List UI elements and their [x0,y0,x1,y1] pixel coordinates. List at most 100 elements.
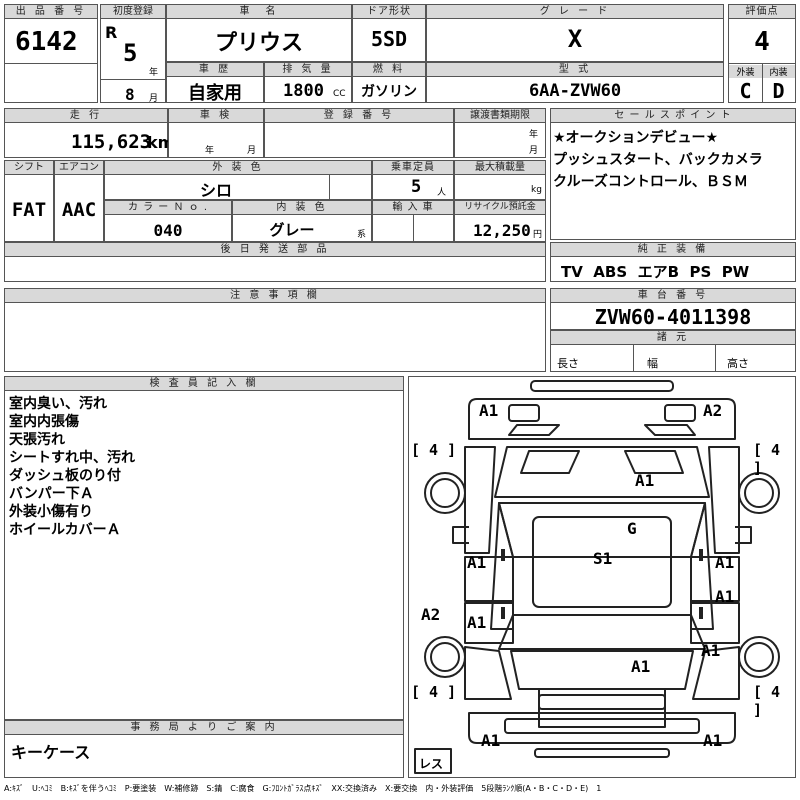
mark-rear-left: A1 [481,731,501,750]
model-header: 型 式 [427,63,723,77]
office-note: キーケース [11,743,91,762]
car-diagram [414,380,780,774]
grade-value: X [567,25,583,53]
int-color-box: 内 装 色 グレー 系 [232,200,372,242]
sales-point-box: セ ー ル ス ポ イ ン ト ★オークションデビュー★ プッシュスタート、バッ… [550,108,796,240]
score-box: 評価点 4 外装 内装 C D [728,4,796,103]
mark-front-left: A1 [479,401,499,420]
era-value: R [105,23,118,42]
door-header: ドア形状 [353,5,425,19]
aircon-header: エアコン [55,161,103,175]
grade-box: グ レ ー ド X [426,4,724,62]
lot-no-header: 出 品 番 号 [5,5,97,19]
mark-trunk: A1 [631,657,651,676]
capacity-value: 5 [411,177,422,197]
tire-tr-label: [ 4 ] [753,441,781,477]
reg-no-header: 登 録 番 号 [265,109,453,123]
mark-front-right: A2 [703,401,723,420]
first-reg-box: 初度登録 R 5 年 8 月 [100,4,166,104]
recycle-value: 12,250 [473,221,531,240]
displacement-header: 排 気 量 [265,63,351,77]
ext-color-value: シロ [199,181,232,200]
color-no-header: カ ラ ー Ｎ ｏ . [105,201,231,215]
history-box: 車 歴 自家用 [166,62,264,104]
legend: A:ｷｽﾞ U:ﾍｺﾐ B:ｷｽﾞを伴うﾍｺﾐ P:要塗装 W:補修跡 S:錆 … [4,784,602,793]
int-color-value: グレー [269,221,315,239]
inspector-note-7: 外装小傷有り [9,504,93,520]
kg-unit: kg [531,185,542,195]
car-name-box: 車 名 プリウス [166,4,352,62]
width-label: 幅 [647,357,658,370]
office-box: 事 務 局 よ り ご 案 内 キーケース [4,720,404,778]
model-box: 型 式 6AA-ZVW60 [426,62,724,103]
inspection-box: 車 検 年 月 [168,108,264,158]
genuine-equip-header: 純 正 装 備 [551,243,795,257]
exterior-value: C [739,79,752,103]
month-unit: 月 [149,94,159,104]
sales-point-header: セ ー ル ス ポ イ ン ト [551,109,795,123]
history-value: 自家用 [188,83,242,104]
sales-point-3: クルーズコントロール、ＢＳＭ [553,174,748,190]
tire-tl-label: [ 4 ] [411,441,457,459]
displacement-value: 1800 [283,81,324,101]
genuine-equip-box: 純 正 装 備 TV ABS エアB PS PW [550,242,796,282]
door-box: ドア形状 5SD [352,4,426,62]
displacement-box: 排 気 量 1800 CC [264,62,352,103]
capacity-box: 乗車定員 5 人 [372,160,454,200]
inspector-note-8: ホイールカバーＡ [9,522,121,538]
model-value: 6AA-ZVW60 [528,81,622,101]
import-header: 輸 入 車 [373,201,453,215]
office-header: 事 務 局 よ り ご 案 内 [5,721,403,735]
insp-month-unit: 月 [247,146,257,156]
yen-unit: 円 [533,230,543,240]
later-parts-box: 後 日 発 送 部 品 [4,242,546,282]
score-header: 評価点 [729,5,795,19]
int-color-header: 内 装 色 [233,201,371,215]
cc-unit: CC [333,89,346,99]
caution-box: 注 意 事 項 欄 [4,288,546,372]
reg-year-value: 5 [123,39,138,67]
door-value: 5SD [370,27,408,51]
lot-no-value: 6142 [15,27,78,57]
grade-header: グ レ ー ド [427,5,723,19]
inspector-box: 検 査 員 記 入 欄 室内臭い、汚れ 室内内張傷 天張汚れ シートすれ中、汚れ… [4,376,404,720]
inspector-note-1: 室内臭い、汚れ [9,396,107,412]
reg-month-value: 8 [125,85,135,104]
color-no-value: 040 [153,221,183,240]
mark-spare: レス [419,757,444,771]
tire-br-label: [ 4 ] [753,683,781,719]
interior-value: D [772,79,785,103]
caution-header: 注 意 事 項 欄 [5,289,545,303]
mileage-value: 115,623 [71,131,152,153]
tire-bl-label: [ 4 ] [411,683,457,701]
mark-right-rear-door: A1 [715,587,735,606]
shift-header: シフト [5,161,53,175]
mark-right-front-door: A1 [715,553,735,572]
fuel-value: ガソリン [361,84,417,100]
score-value: 4 [754,27,770,57]
color-no-box: カ ラ ー Ｎ ｏ . 040 [104,200,232,242]
specs-box: 諸 元 長さ 幅 高さ [550,330,796,372]
km-unit: km [147,133,175,152]
ext-color-header: 外 装 色 [105,161,371,175]
shift-value: FAT [11,199,47,221]
fuel-box: 燃 料 ガソリン [352,62,426,103]
car-name-header: 車 名 [167,5,351,19]
inspection-header: 車 検 [169,109,263,123]
sales-point-1: ★オークションデビュー★ [553,130,719,146]
person-unit: 人 [437,188,447,198]
max-load-box: 最大積載量 kg [454,160,546,200]
inspector-note-2: 室内内張傷 [9,414,79,430]
mark-hood: A1 [635,471,655,490]
capacity-header: 乗車定員 [373,161,453,175]
length-label: 長さ [557,357,579,370]
year-unit: 年 [149,68,159,78]
aircon-box: エアコン AAC [54,160,104,242]
recycle-header: リサイクル預託金 [455,201,545,215]
transfer-month-unit: 月 [529,146,539,156]
height-label: 高さ [727,357,749,370]
chassis-box: 車 台 番 号 ZVW60-4011398 [550,288,796,330]
car-name-value: プリウス [214,31,303,56]
later-parts-header: 後 日 発 送 部 品 [5,243,545,257]
specs-header: 諸 元 [551,331,795,345]
